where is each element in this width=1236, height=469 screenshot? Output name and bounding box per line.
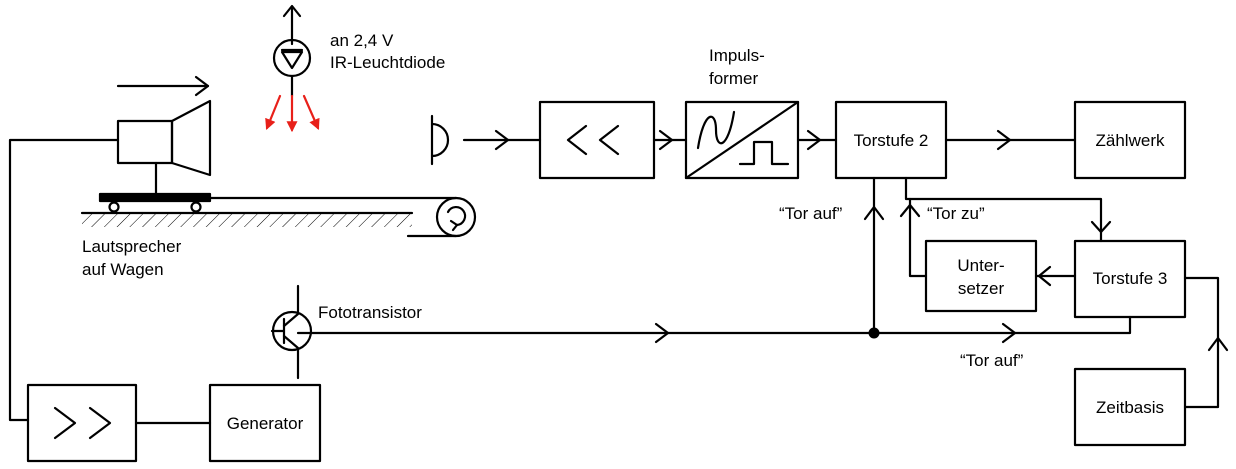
phototransistor-label: Fototransistor <box>318 303 422 322</box>
transistor-icon <box>270 284 313 380</box>
ir-led-label-line2: IR-Leuchtdiode <box>330 53 445 72</box>
arrow-icon <box>658 129 674 151</box>
junction-dot <box>868 327 880 339</box>
untersetzer-label-line2: setzer <box>958 279 1005 298</box>
zaehlwerk-block <box>1073 100 1187 180</box>
ir-led-label-line1: an 2,4 V <box>330 31 394 50</box>
torstufe2-label: Torstufe 2 <box>854 131 929 150</box>
tor-zu-label: “Tor zu” <box>927 204 985 223</box>
untersetzer-label-line1: Unter- <box>957 256 1004 275</box>
arrow-icon <box>996 129 1012 151</box>
speaker-label-line1: Lautsprecher <box>82 237 182 256</box>
arrow-icon <box>863 205 885 221</box>
movement-arrow-icon <box>116 75 210 97</box>
amplifier-icon <box>566 124 620 156</box>
sine-square-converter-icon <box>684 100 800 180</box>
arrow-icon <box>1001 322 1017 344</box>
speaker-wire <box>8 138 120 422</box>
arrow-icon <box>1207 336 1229 352</box>
amplifier-icon <box>53 406 112 440</box>
loudspeaker-icon <box>116 99 212 196</box>
zaehlwerk-label: Zählwerk <box>1096 131 1165 150</box>
tor-auf-lower-wire <box>872 315 1132 335</box>
timebase-to-gate3-wire <box>1183 276 1220 409</box>
microphone-icon <box>430 114 450 166</box>
impulsformer-label-line1: Impuls- <box>709 46 765 65</box>
arrow-icon <box>806 129 822 151</box>
arrow-icon <box>494 129 510 151</box>
pulley-icon <box>208 196 477 238</box>
led-diode-icon <box>272 4 312 98</box>
tor-auf-lower-label: “Tor auf” <box>960 351 1024 370</box>
tor-zu-wire <box>908 197 928 278</box>
arrow-icon <box>1090 220 1112 234</box>
arrow-icon <box>654 322 670 344</box>
zeitbasis-label: Zeitbasis <box>1096 398 1164 417</box>
amplifier-block <box>26 383 138 463</box>
arrow-icon <box>1037 265 1052 287</box>
impulsformer-label-line2: former <box>709 69 758 88</box>
cart-icon <box>98 192 212 213</box>
generator-block <box>208 383 322 463</box>
generator-label: Generator <box>227 414 304 433</box>
ir-rays <box>265 94 320 133</box>
floor-hatching <box>80 211 414 227</box>
speaker-label-line2: auf Wagen <box>82 260 164 279</box>
preamp-block <box>538 100 656 180</box>
gate2-to-gate3-wire <box>904 176 1103 243</box>
tor-auf-upper-label: “Tor auf” <box>779 204 843 223</box>
arrow-icon <box>899 203 921 218</box>
torstufe3-label: Torstufe 3 <box>1093 269 1168 288</box>
untersetzer-block <box>924 239 1038 313</box>
